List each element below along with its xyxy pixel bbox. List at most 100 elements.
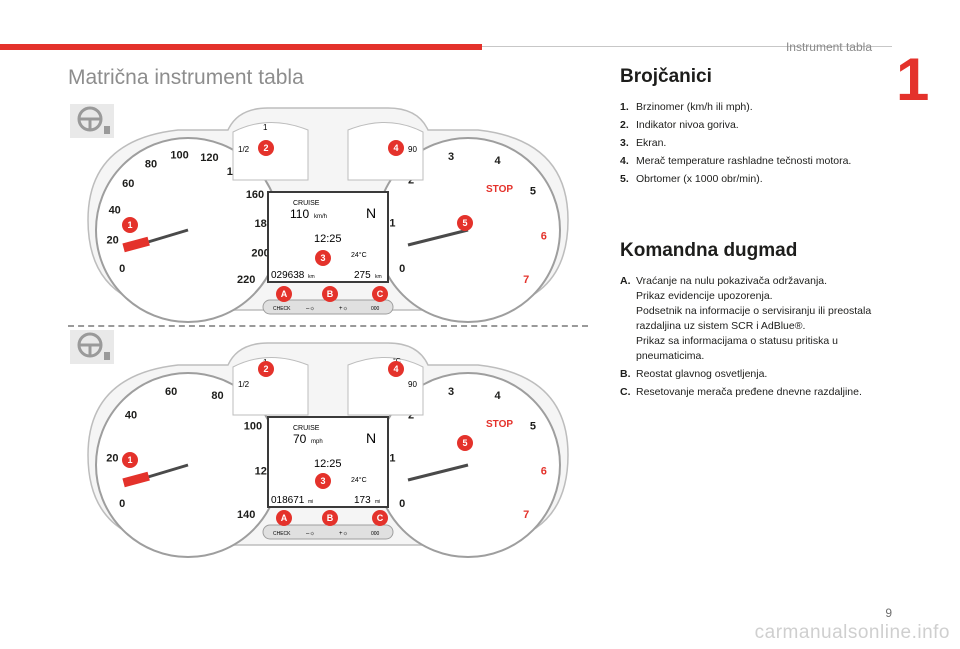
callout-c: C (377, 513, 384, 523)
speed-red-zone (122, 471, 150, 488)
callout-5: 5 (462, 438, 467, 448)
tick-label: 1 (389, 217, 395, 229)
trip-meter: 173 (354, 495, 371, 506)
gauges-list: 1.Brzinomer (km/h ili mph). 2.Indikator … (620, 100, 880, 190)
clock: 12:25 (314, 233, 342, 245)
dim-minus-button[interactable]: –☼ (306, 531, 315, 537)
tick-label: 6 (541, 231, 547, 243)
tick-label: 7 (523, 274, 529, 286)
header-rule (482, 46, 892, 47)
tick-label: 60 (165, 386, 177, 398)
callout-b-badge (322, 286, 338, 302)
tick-label: 100 (170, 150, 188, 162)
stop-warning: STOP (486, 419, 513, 430)
callout-3-badge (315, 250, 331, 266)
stop-warning: STOP (486, 184, 513, 195)
item-text: Prikaz sa informacijama o statusu pritis… (636, 335, 838, 362)
trip-reset-button[interactable]: 000 (371, 531, 380, 537)
callout-4: 4 (393, 143, 398, 153)
coolant-unit: °C (393, 357, 401, 365)
check-button[interactable]: CHECK (273, 306, 291, 312)
item-letter: A. (620, 275, 631, 287)
dim-plus-button[interactable]: +☼ (339, 531, 348, 537)
header-red-bar (0, 44, 482, 50)
item-number: 1. (620, 101, 629, 113)
display-screen (267, 191, 389, 283)
tick-label: 5 (530, 185, 536, 197)
outside-temp: 24°C (351, 476, 367, 484)
callout-3: 3 (320, 476, 325, 486)
callout-a: A (281, 289, 288, 299)
odometer-unit: km (308, 274, 315, 280)
tick-label: 20 (106, 235, 118, 247)
list-item: 4.Merač temperature rashladne tečnosti m… (620, 154, 880, 169)
cruise-unit: mph (311, 439, 323, 445)
item-number: 5. (620, 173, 629, 185)
gear-indicator: N (366, 205, 376, 221)
callout-1: 1 (127, 220, 132, 230)
list-item: B. Reostat glavnog osvetljenja. (620, 367, 880, 382)
item-text: Prikaz evidencije upozorenja. (636, 290, 773, 302)
trip-reset-button[interactable]: 000 (371, 306, 380, 312)
gauges-heading: Brojčanici (620, 66, 712, 87)
coolant-gauge (347, 356, 424, 416)
section-name: Instrument tabla (785, 40, 872, 54)
instrument-cluster-kmh-drawing: 020406080100120140160180200220 01234567 … (87, 107, 569, 323)
tick-label: 120 (200, 152, 218, 164)
trip-unit: mi (375, 499, 380, 505)
clock: 12:25 (314, 458, 342, 470)
item-text: Reostat glavnog osvetljenja. (636, 368, 768, 380)
list-item: 1.Brzinomer (km/h ili mph). (620, 100, 880, 115)
tachometer-needle (407, 463, 469, 482)
tick-label: 2 (408, 175, 414, 187)
dim-plus-button[interactable]: +☼ (339, 306, 348, 312)
list-item: A. Vraćanje na nulu pokazivača održavanj… (620, 274, 880, 364)
item-number: 2. (620, 119, 629, 131)
coolant-max-label: 90 (408, 380, 417, 389)
list-item: 5. Obrtomer (x 1000 obr/min). (620, 172, 880, 187)
gear-indicator: N (366, 430, 376, 446)
tick-label: 6 (541, 466, 547, 478)
fuel-half-label: 1/2 (238, 380, 250, 389)
callout-3: 3 (320, 253, 325, 263)
callout-4-badge (388, 140, 404, 156)
callout-4-badge (388, 361, 404, 377)
tick-label: 140 (237, 509, 255, 521)
item-text: Obrtomer (x 1000 obr/min). (636, 173, 763, 185)
odometer: 018671 (271, 495, 305, 506)
dashed-divider (68, 325, 588, 327)
odometer: 029638 (271, 270, 305, 281)
tick-label: 80 (145, 159, 157, 171)
cruise-label: CRUISE (293, 425, 320, 432)
dim-minus-button[interactable]: –☼ (306, 306, 315, 312)
item-text: Ekran. (636, 137, 667, 149)
cruise-label: CRUISE (293, 200, 320, 207)
tachometer-needle (407, 228, 469, 247)
tick-label: 2 (408, 410, 414, 422)
coolant-gauge (347, 121, 424, 181)
steering-wheel-icon (70, 330, 114, 364)
display-screen (267, 416, 389, 508)
page-number: 9 (885, 606, 892, 620)
item-letter: B. (620, 368, 631, 380)
coolant-max-label: 90 (408, 145, 417, 154)
fuel-full-label: 1 (263, 123, 268, 132)
tick-label: 0 (399, 263, 405, 275)
item-text: Podsetnik na informacije o servisiranju … (636, 305, 872, 332)
item-number: 3. (620, 137, 629, 149)
check-button[interactable]: CHECK (273, 531, 291, 537)
cruise-speed: 110 (290, 207, 309, 221)
controls-heading: Komandna dugmad (620, 240, 798, 261)
controls-list: A. Vraćanje na nulu pokazivača održavanj… (620, 274, 880, 403)
tick-label: 60 (122, 178, 134, 190)
tick-label: 40 (125, 410, 137, 422)
item-text: Resetovanje merača pređene dnevne razdal… (636, 386, 862, 398)
callout-c-badge (372, 286, 388, 302)
tick-label: 7 (523, 509, 529, 521)
tick-label: 4 (494, 390, 501, 402)
item-text: Merač temperature rashladne tečnosti mot… (636, 155, 852, 167)
page-title: Matrična instrument tabla (68, 66, 304, 89)
